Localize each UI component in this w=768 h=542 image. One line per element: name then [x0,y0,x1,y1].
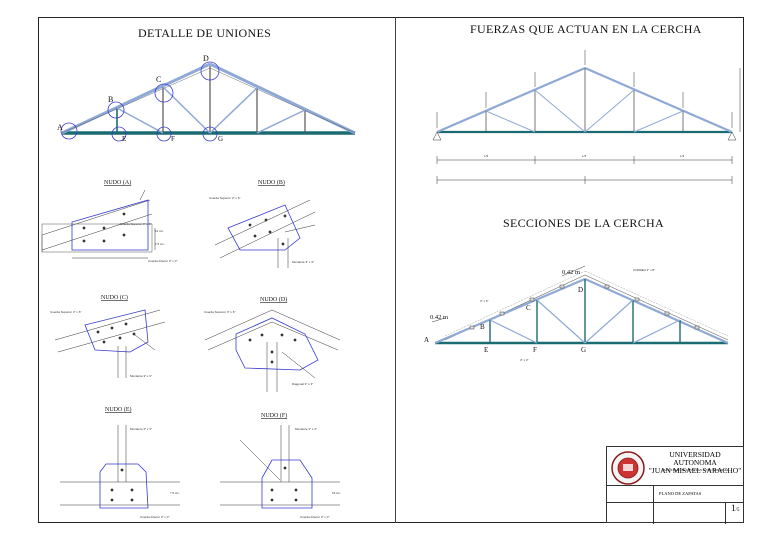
title-fuerzas: FUERZAS QUE ACTUAN EN LA CERCHA [470,22,702,36]
plan-name: PLANO DE ZAPATAS [659,491,702,496]
force-span-1: L/3 [484,154,489,158]
section-label-c: C [526,304,531,312]
title-block-rule-2 [607,502,743,503]
detail-title-nudo-f: NUDO (F) [261,412,287,419]
node-label-e: E [122,135,126,143]
title-block-rule-1 [607,485,743,486]
sections-truss [431,265,729,345]
detail-nudo-b [214,199,316,268]
university-name: UNIVERSIDAD AUTONOMA "JUAN MISAEL SARACH… [647,451,743,475]
overhang-dim-left: 0.42 m [430,314,448,321]
detail-title-nudo-b: NUDO (B) [258,179,285,186]
overview-truss [60,61,356,142]
node-label-b: B [108,95,113,104]
node-label-f: F [171,135,175,143]
node-label-c: C [156,75,161,84]
section-label-f: F [533,346,537,354]
nudo-a-dim-12: 12 cm. [155,229,164,233]
detail-nudo-a [41,189,156,259]
nudo-f-bottom-chord-note: Cuerda Inferior 3" x 3" [300,515,329,519]
member-section-note: 3" x 3" [520,358,529,362]
detail-nudo-c [54,309,166,378]
node-label-d: D [203,54,209,63]
nudo-e-bottom-chord-note: Cuerda Inferior 3" x 3" [140,515,169,519]
title-block: UNIVERSIDAD AUTONOMA "JUAN MISAEL SARACH… [606,446,744,524]
nudo-e-montante-note: Montante 3" x 3" [130,427,152,431]
title-block-col-rule-2 [725,502,726,524]
section-label-d: D [578,286,583,294]
university-line1: UNIVERSIDAD AUTONOMA [669,450,721,467]
section-label-a: A [424,336,429,344]
section-label-b: B [480,323,485,331]
nudo-e-dim-75: 7.5 cm. [170,491,180,495]
sheet-number-value: 1 [731,503,736,513]
sheet-number: 1/5 [731,503,740,513]
sheet-total: 5 [736,508,740,513]
nudo-b-montante-note: Montante 3" x 3" [292,260,314,264]
detail-title-nudo-e: NUDO (E) [105,406,132,413]
detail-title-nudo-a: NUDO (A) [104,179,131,186]
force-span-3: L/3 [680,154,685,158]
faculty-name: FACULTAD DE CIENCIAS Y TECNOLOGIA [661,468,729,472]
nudo-b-top-chord-note: Cuerda Superior 3" x 6" [209,196,240,200]
detail-nudo-d [204,309,341,392]
correa-note: CORREA 3" x 8" [633,268,655,272]
university-seal-icon [611,451,645,485]
top-chord-section-note: 3" x 6" [480,299,489,303]
nudo-c-montante-note: Montante 3" x 3" [130,374,152,378]
forces-truss [432,50,741,184]
nudo-d-top-chord-note: Cuerda Superior 3" x 6" [204,310,235,314]
drawing-sheet-border [38,17,744,523]
detail-title-nudo-c: NUDO (C) [101,294,128,301]
nudo-c-top-chord-note: Cuerda Superior 3" x 6" [50,310,81,314]
detail-title-nudo-d: NUDO (D) [260,296,287,303]
node-label-g: G [218,135,223,143]
university-line2: "JUAN MISAEL SARACHO" [648,466,742,475]
nudo-a-top-chord-note: Cuerda Superior 3" x 6" [120,222,151,226]
nudo-a-dim-75: 7.5 cm. [155,242,165,246]
title-block-col-rule [653,485,654,524]
detail-nudo-e [60,425,180,509]
nudo-a-bottom-chord-note: Cuerda Inferior 3" x 3" [148,259,177,263]
section-label-e: E [484,346,488,354]
nudo-f-montante-note: Montante 3" x 3" [295,427,317,431]
section-label-g: G [581,346,586,354]
overhang-dim-top: 0.42 m [562,269,580,276]
detail-nudo-f [220,425,340,509]
force-span-2: L/3 [582,154,587,158]
title-secciones: SECCIONES DE LA CERCHA [503,216,664,230]
nudo-d-diagonal-note: Diagonal 3" x 3" [292,382,313,386]
node-label-a: A [57,123,63,132]
title-detalle-uniones: DETALLE DE UNIONES [138,26,272,40]
sheet-divider [395,17,396,523]
nudo-f-dim-15: 15 cm. [332,491,341,495]
